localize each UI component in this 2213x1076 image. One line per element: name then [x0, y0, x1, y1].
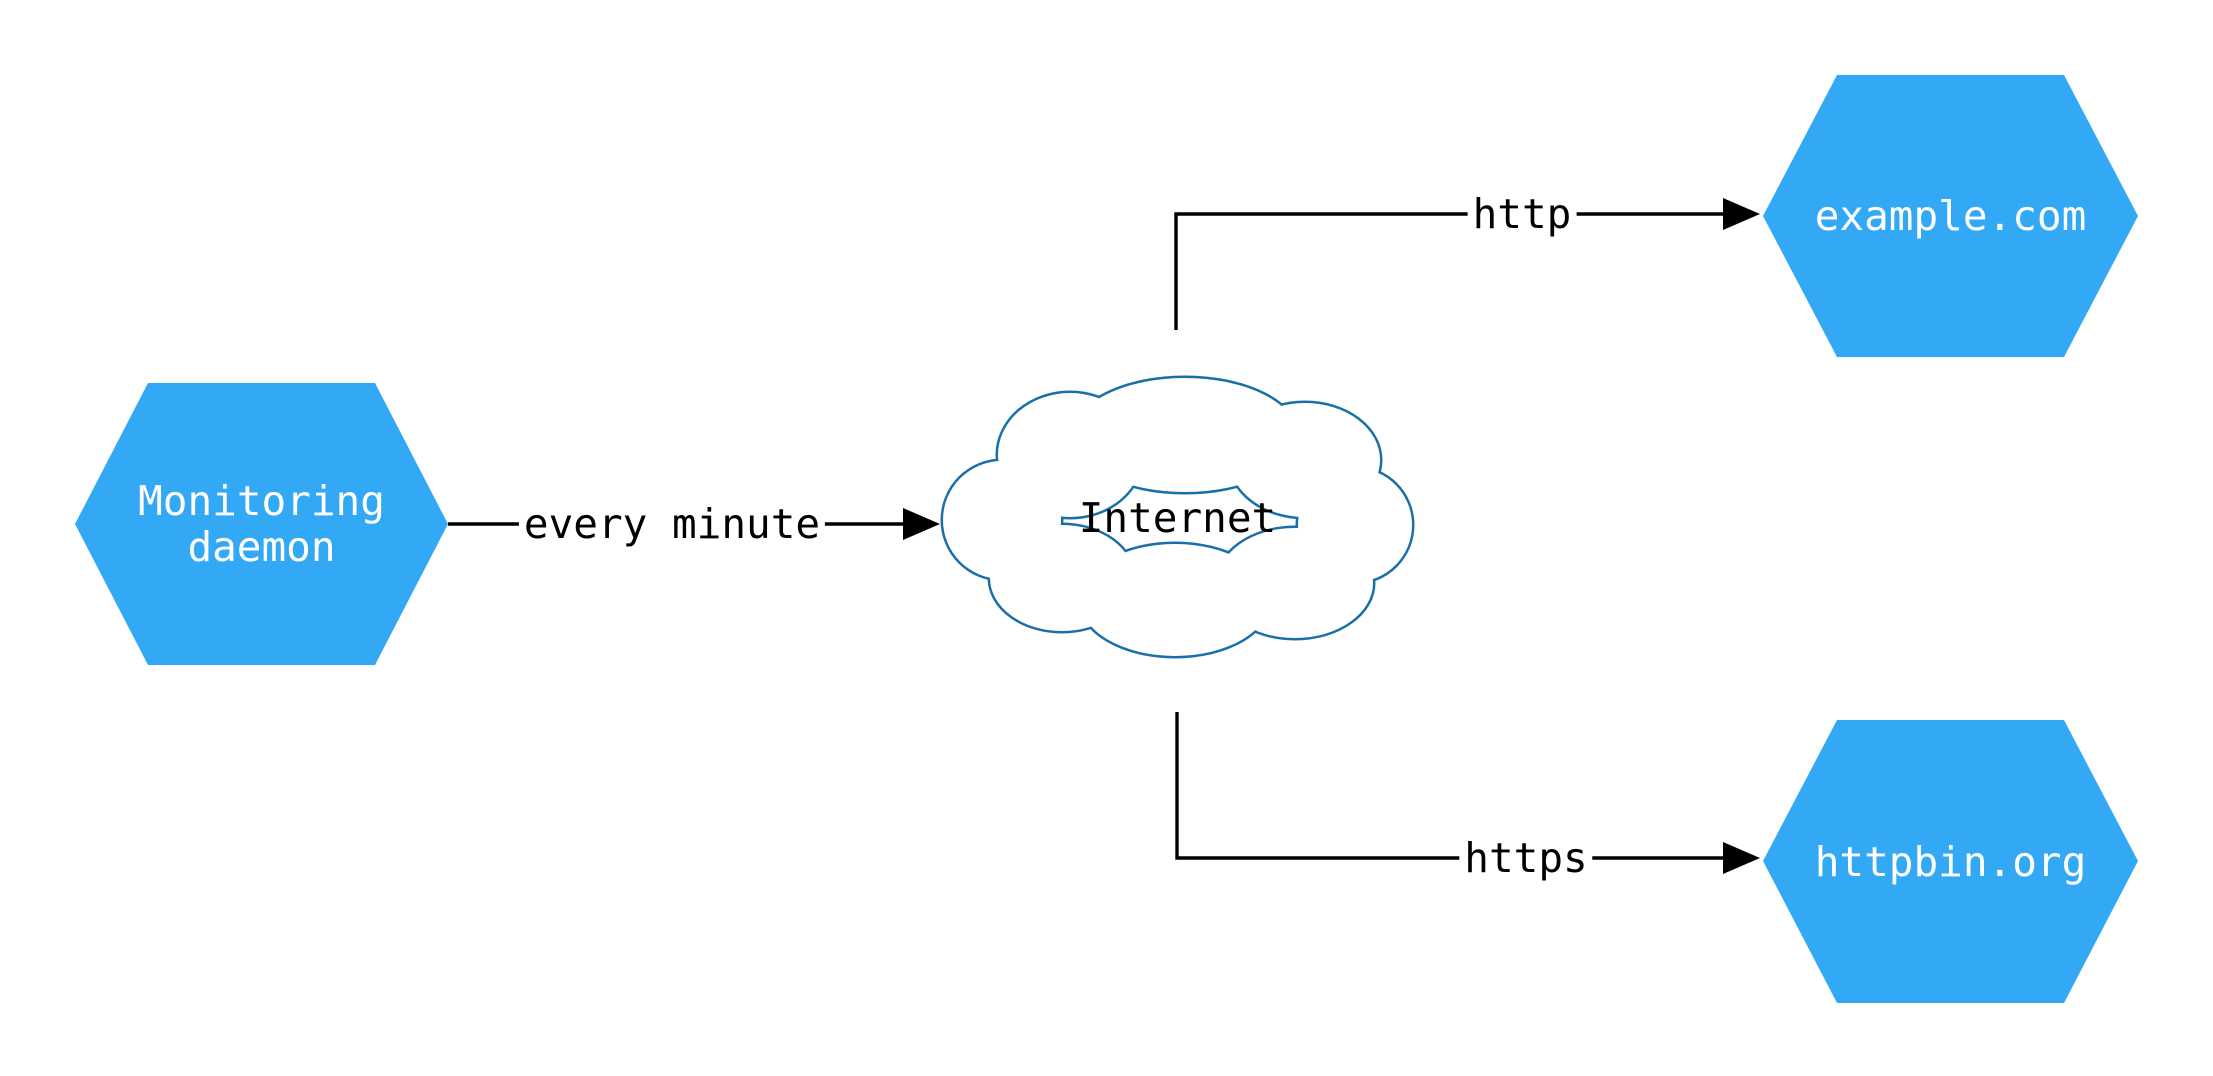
arrowhead-every-minute [903, 508, 940, 540]
hexagon-example-com [1763, 75, 2138, 357]
cloud-internet-body [943, 378, 1412, 656]
hexagon-monitoring-daemon [75, 383, 448, 665]
hexagon-httpbin-org [1763, 720, 2138, 1003]
edge-line-https [1175, 712, 1726, 860]
edge-line-http [1174, 212, 1726, 330]
arrowhead-http [1723, 198, 1760, 230]
arrowhead-https [1723, 842, 1760, 874]
